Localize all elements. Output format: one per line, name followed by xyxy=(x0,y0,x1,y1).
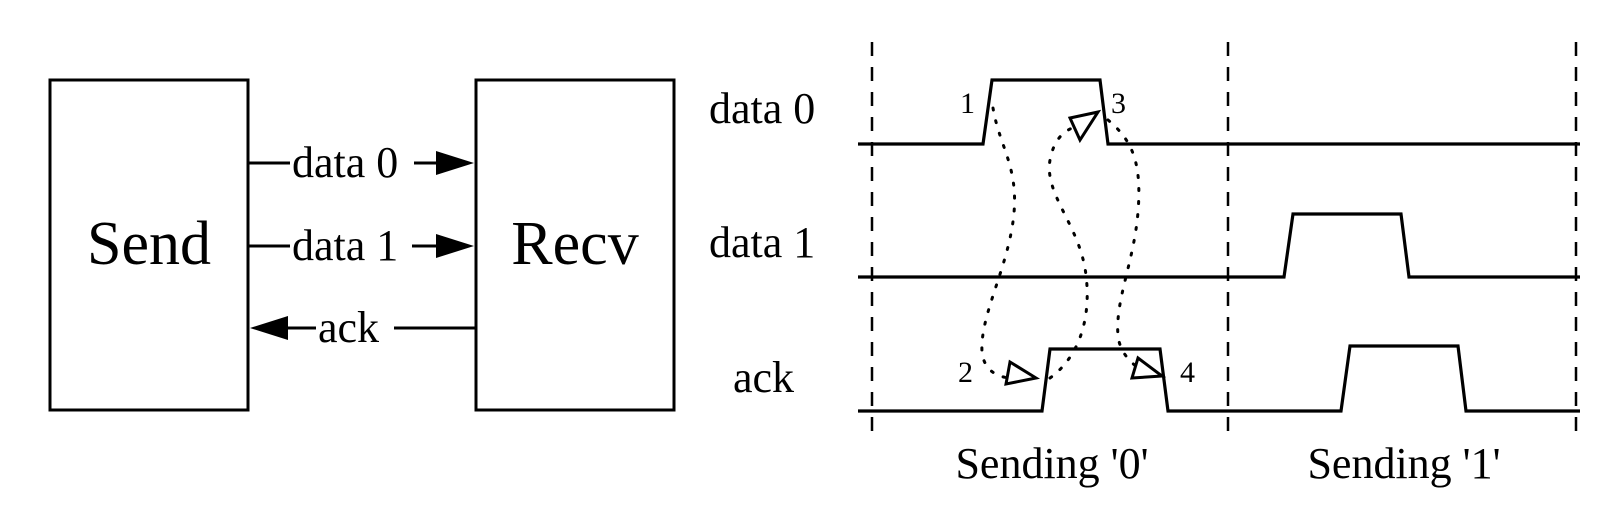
recv-block xyxy=(474,78,676,412)
wire-data0-label: data 0 xyxy=(292,138,398,187)
signal-data0-label: data 0 xyxy=(709,84,815,133)
waveform-ack xyxy=(858,344,1580,413)
wire-ack-label: ack xyxy=(318,303,379,352)
block-diagram: Send Recv data 0 data 1 ack xyxy=(48,78,676,412)
event-number-1: 1 xyxy=(960,87,975,120)
event-number-3: 3 xyxy=(1111,87,1126,120)
arrow-right-icon xyxy=(436,234,474,258)
period-label-sending-1: Sending '1' xyxy=(1307,439,1500,488)
causality-path-2-3 xyxy=(1047,124,1089,380)
event-number-4: 4 xyxy=(1180,356,1195,389)
event-number-2: 2 xyxy=(958,356,973,389)
recv-block-label: Recv xyxy=(511,210,638,278)
signal-ack-label: ack xyxy=(733,353,794,402)
open-arrowhead-icon xyxy=(1004,359,1041,386)
signal-data1-label: data 1 xyxy=(709,218,815,267)
waveform-data0 xyxy=(858,78,1580,146)
open-arrowhead-icon xyxy=(1129,355,1167,380)
open-arrowhead-icon xyxy=(1067,109,1102,144)
send-block xyxy=(48,78,250,412)
causality-path-1-2 xyxy=(980,106,1017,380)
period-label-sending-0: Sending '0' xyxy=(955,439,1148,488)
arrow-right-icon xyxy=(436,151,474,175)
timing-diagram: data 0 data 1 ack 1 2 3 4 Sending '0' Se… xyxy=(709,42,1580,488)
wire-ack: ack xyxy=(250,303,476,352)
wire-data1: data 1 xyxy=(248,221,474,270)
arrow-left-icon xyxy=(250,316,288,340)
waveform-data1 xyxy=(858,212,1580,279)
wire-data1-label: data 1 xyxy=(292,221,398,270)
send-block-label: Send xyxy=(87,210,211,278)
causality-path-3-4 xyxy=(1106,118,1144,372)
wire-data0: data 0 xyxy=(248,138,474,187)
